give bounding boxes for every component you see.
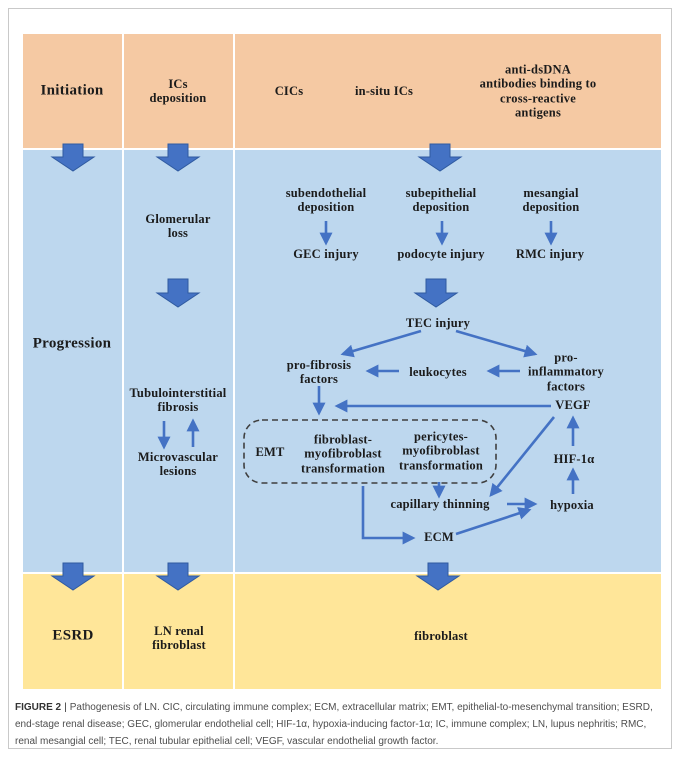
figure-caption-label: FIGURE 2 [15, 702, 62, 713]
stage-initiation: Initiation [40, 82, 104, 99]
block-arrow-glomerular-to-tubulo [155, 278, 201, 308]
arrow-layer [50, 143, 580, 591]
column-divider-2 [233, 34, 235, 689]
esrd-band [23, 574, 661, 689]
node-vegf: VEGF [555, 397, 591, 412]
node-rmc-injury: RMC injury [515, 246, 585, 261]
pathogenesis-diagram: Initiation ICs deposition CICs in-situ I… [23, 34, 661, 689]
figure-caption-text: Pathogenesis of LN. CIC, circulating imm… [15, 702, 653, 747]
node-fibroblast-myofibroblast: fibroblast- myofibroblast transformation [300, 432, 386, 476]
block-arrow-injury-to-tec [413, 278, 459, 308]
arrow-ecm-to-hypoxia [455, 507, 532, 536]
node-tec-injury: TEC injury [405, 315, 471, 330]
stage-progression: Progression [32, 335, 112, 352]
block-arrow-initiation-col1 [50, 143, 96, 172]
node-hypoxia: hypoxia [550, 497, 594, 512]
node-profibrosis-factors: pro-fibrosis factors [286, 357, 352, 386]
block-arrow-esrd-col2 [155, 562, 201, 591]
node-ics-deposition: ICs deposition [149, 76, 207, 105]
arrow-fibroblast-to-ecm [361, 486, 416, 545]
block-arrow-esrd-col1 [50, 562, 96, 591]
node-insitu-ics: in-situ ICs [354, 83, 414, 98]
arrow-vegf-to-capillary-thinning [489, 416, 556, 498]
progression-band [23, 150, 661, 572]
stage-esrd: ESRD [52, 627, 94, 644]
node-subepithelial-deposition: subepithelial deposition [405, 185, 477, 214]
column-divider-1 [122, 34, 124, 689]
block-arrow-esrd-col3 [415, 562, 461, 591]
node-hif1a: HIF-1α [553, 451, 595, 466]
node-mesangial-deposition: mesangial deposition [522, 185, 580, 214]
node-subendothelial-deposition: subendothelial deposition [285, 185, 367, 214]
node-tubulointerstitial-fibrosis: Tubulointerstitial fibrosis [129, 385, 227, 414]
initiation-band [23, 34, 661, 148]
block-arrow-ics-to-deposition [417, 143, 463, 172]
node-gec-injury: GEC injury [293, 246, 359, 261]
figure-caption-separator: | [64, 702, 67, 713]
node-fibroblast: fibroblast [414, 628, 468, 643]
node-emt: EMT [255, 444, 285, 459]
node-glomerular-loss: Glomerular loss [145, 211, 211, 240]
arrow-tec-to-profibrosis [340, 329, 422, 358]
node-ln-renal-fibroblast: LN renal fibroblast [152, 623, 206, 652]
figure-caption: FIGURE 2|Pathogenesis of LN. CIC, circul… [15, 699, 663, 750]
figure-frame: Initiation ICs deposition CICs in-situ I… [8, 8, 672, 749]
node-ecm: ECM [424, 529, 454, 544]
arrow-tec-to-proinflammatory [455, 329, 538, 358]
node-pericytes-myofibroblast: pericytes- myofibroblast transformation [398, 429, 484, 473]
node-cics: CICs [274, 83, 304, 98]
block-arrow-ics-deposition [155, 143, 201, 172]
node-podocyte-injury: podocyte injury [397, 246, 485, 261]
node-anti-dsdna: anti-dsDNA antibodies binding to cross-r… [479, 62, 597, 120]
node-capillary-thinning: capillary thinning [390, 496, 490, 511]
node-leukocytes: leukocytes [409, 364, 467, 379]
node-proinflammatory-factors: pro-inflammatory factors [528, 350, 604, 394]
node-microvascular-lesions: Microvascular lesions [137, 449, 219, 478]
